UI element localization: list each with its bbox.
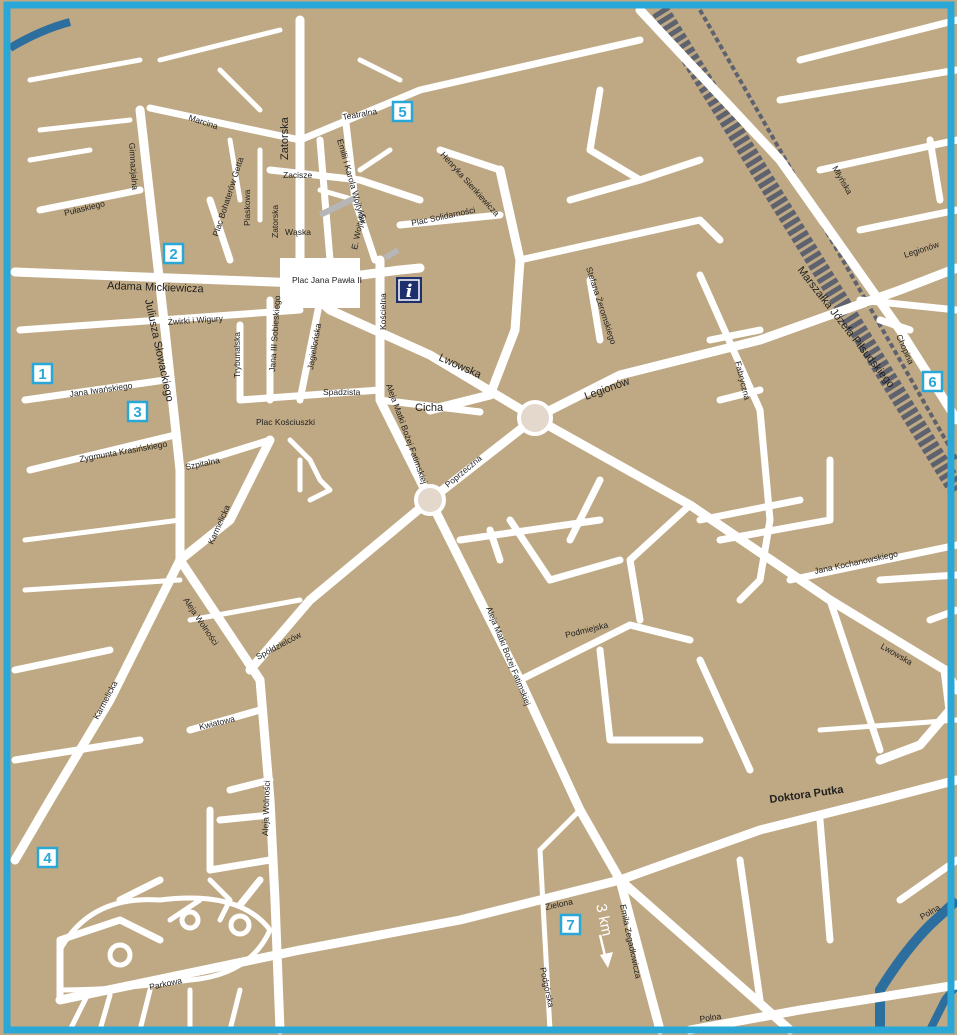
distance-label: 3 km <box>592 902 615 937</box>
street-label: Żwirki i Wigury <box>167 313 224 327</box>
street-label: Polna <box>699 1011 722 1024</box>
distance-indicator: 3 km <box>592 902 615 968</box>
street-label: Adama Mickiewicza <box>107 280 205 295</box>
street-label: Trybunalska <box>232 332 242 378</box>
marker-2[interactable]: 2 <box>162 242 185 265</box>
distance-arrow-head <box>600 952 613 968</box>
marker-5[interactable]: 5 <box>391 100 414 123</box>
svg-text:7: 7 <box>566 917 574 934</box>
river-top-left <box>7 18 72 52</box>
street-label: Gimnazjalna <box>127 142 140 190</box>
river-bottom-right <box>875 896 957 1030</box>
marker-4[interactable]: 4 <box>36 846 59 869</box>
pedestrian-connector <box>318 195 357 218</box>
street-label: Cicha <box>415 402 444 414</box>
street-label: Plac Jana Pawła II <box>292 275 362 285</box>
street-label: Piaskowa <box>242 189 252 226</box>
svg-text:6: 6 <box>928 374 936 391</box>
street-label: Aleja Wolności <box>260 780 272 836</box>
park-paths <box>57 895 273 993</box>
svg-text:i: i <box>406 281 413 302</box>
marker-7[interactable]: 7 <box>559 913 582 936</box>
marker-3[interactable]: 3 <box>126 400 149 423</box>
street-label: Zatorska <box>279 116 291 160</box>
plac-jana-pawla-area <box>280 258 360 308</box>
svg-text:5: 5 <box>398 104 406 121</box>
svg-text:4: 4 <box>43 850 52 867</box>
street-label: Plac Kościuszki <box>256 417 315 427</box>
street-label: Zatorska <box>270 205 280 238</box>
marker-6[interactable]: 6 <box>921 370 944 393</box>
map-frame <box>3 1 955 1034</box>
svg-text:2: 2 <box>169 246 177 263</box>
pedestrian-connector <box>383 247 400 261</box>
roundabout-legionow <box>517 400 553 436</box>
street-label: Zacisze <box>283 170 313 180</box>
street-label: Wąska <box>285 227 311 237</box>
marker-1[interactable]: 1 <box>31 362 54 385</box>
info-icon[interactable]: i <box>396 277 422 303</box>
road-network <box>10 5 957 1035</box>
street-label: Kościelna <box>378 293 388 330</box>
roundabout-poprzeczna <box>414 484 446 516</box>
svg-text:3: 3 <box>133 404 141 421</box>
street-label: Spadzista <box>323 387 361 397</box>
svg-text:1: 1 <box>38 366 46 383</box>
